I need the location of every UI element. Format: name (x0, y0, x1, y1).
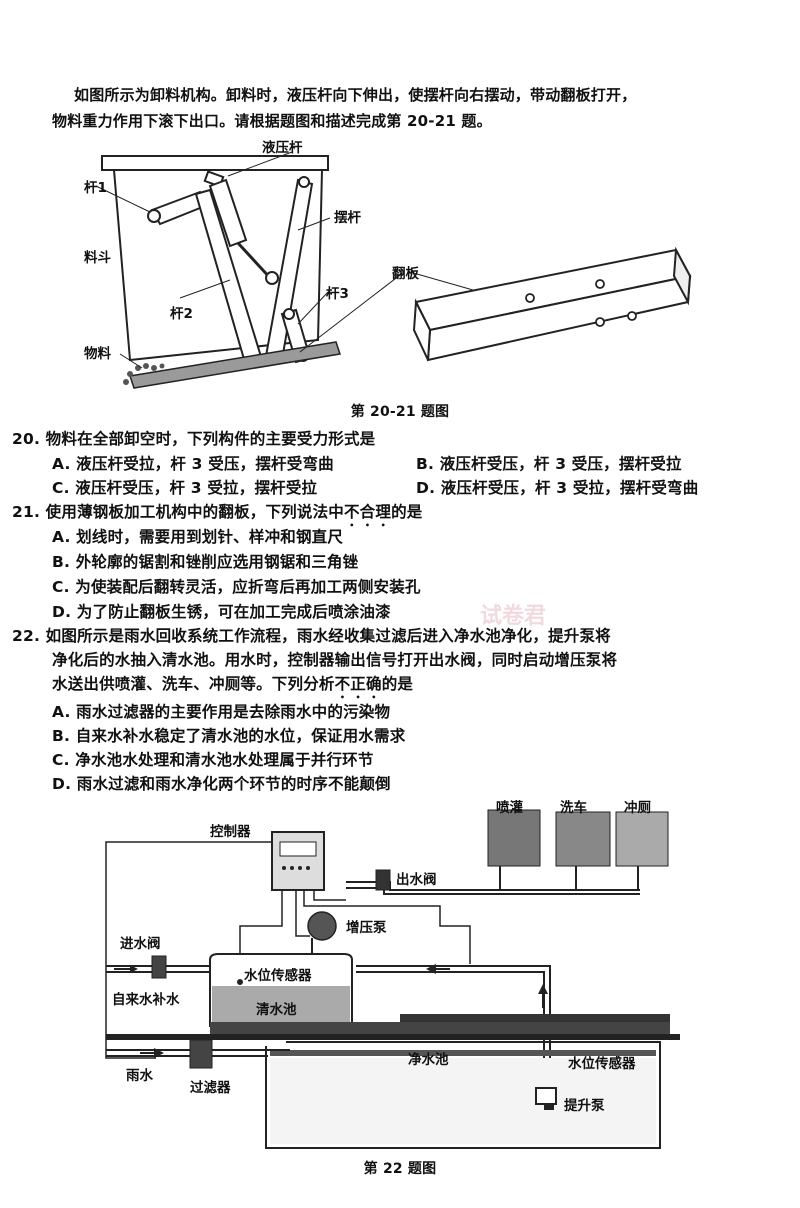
label-toilet: 冲厕 (624, 800, 651, 816)
q22-line-3: 水送出供喷灌、洗车、冲厕等。下列分析不正确的是 (52, 672, 413, 702)
label-lift-pump: 提升泵 (564, 1098, 605, 1114)
label-rain: 雨水 (126, 1068, 153, 1084)
q21-stem-emphasis: 不合理 (343, 503, 392, 521)
figure-1-caption: 第 20-21 题图 (350, 404, 450, 420)
label-clear-pool: 清水池 (256, 1002, 297, 1018)
q20-number: 20. (12, 430, 41, 448)
label-rod-2: 杆2 (170, 306, 193, 322)
material-granules (123, 363, 165, 385)
q20-stem-text: 物料在全部卸空时，下列构件的主要受力形式是 (45, 430, 376, 448)
label-flap: 翻板 (392, 266, 419, 282)
label-swing-rod: 摆杆 (334, 210, 361, 226)
q20-stem: 20. 物料在全部卸空时，下列构件的主要受力形式是 (12, 427, 375, 449)
figure-discharge-mechanism (95, 151, 692, 389)
ground-surface (210, 1022, 670, 1034)
controller-box (271, 831, 325, 891)
intro-line-2: 物料重力作用下滚下出口。请根据题图和描述完成第 20-21 题。 (52, 112, 492, 130)
label-filter: 过滤器 (190, 1080, 231, 1096)
q21-stem-b: 的是 (391, 503, 423, 521)
clear-pool-water (212, 986, 350, 1024)
filter (189, 1039, 213, 1069)
q20-option-b[interactable]: B. 液压杆受压，杆 3 受压，摆杆受拉 (416, 455, 682, 473)
q21-stem: 21. 使用薄钢板加工机构中的翻板，下列说法中不合理的是 (12, 500, 423, 530)
q21-stem-a: 使用薄钢板加工机构中的翻板，下列说法中 (45, 503, 344, 521)
label-level-sensor-bottom: 水位传感器 (568, 1056, 636, 1072)
q22-option-c[interactable]: C. 净水池水处理和清水池水处理属于并行环节 (52, 751, 374, 769)
q22-line-1: 22. 如图所示是雨水回收系统工作流程，雨水经收集过滤后进入净水池净化，提升泵将 (12, 624, 611, 646)
q22-line-3-b: 的是 (381, 675, 414, 693)
inlet-valve (151, 955, 167, 979)
label-spray: 喷灌 (496, 800, 523, 816)
booster-pump (307, 911, 337, 941)
q22-number: 22. (12, 627, 41, 645)
outlet-valve (375, 869, 391, 891)
label-rod-1: 杆1 (84, 180, 107, 196)
label-pure-pool: 净水池 (408, 1052, 449, 1068)
q22-option-b[interactable]: B. 自来水补水稳定了清水池的水位，保证用水需求 (52, 727, 406, 745)
label-rod-3: 杆3 (326, 286, 349, 302)
hydraulic-cylinder (208, 178, 248, 248)
q22-line-3-emphasis: 不正确 (334, 675, 382, 693)
figure-2-caption: 第 22 题图 (363, 1161, 437, 1177)
q21-option-b[interactable]: B. 外轮廓的锯割和锉削应选用钢锯和三角锉 (52, 553, 359, 571)
label-outlet-valve: 出水阀 (396, 872, 437, 888)
label-inlet-valve: 进水阀 (120, 936, 161, 952)
lift-pump (535, 1087, 557, 1105)
hopper-top-plate (101, 155, 329, 171)
flap-closed (129, 341, 341, 389)
label-level-sensor-top: 水位传感器 (244, 968, 312, 984)
q22-line-2: 净化后的水抽入清水池。用水时，控制器输出信号打开出水阀，同时启动增压泵将 (52, 651, 618, 669)
carwash-picture (555, 811, 611, 867)
pure-pool (265, 1041, 661, 1149)
label-hopper: 料斗 (84, 250, 111, 266)
q22-line-1-text: 如图所示是雨水回收系统工作流程，雨水经收集过滤后进入净水池净化，提升泵将 (45, 627, 611, 645)
q21-option-c[interactable]: C. 为使装配后翻转灵活，应折弯后再加工两侧安装孔 (52, 578, 421, 596)
spray-picture (487, 809, 541, 867)
q21-option-a[interactable]: A. 划线时，需要用到划针、样冲和钢直尺 (52, 528, 344, 546)
label-booster-pump: 增压泵 (346, 920, 387, 936)
watermark: 试卷君 (480, 604, 547, 629)
q22-line-3-a: 水送出供喷灌、洗车、冲厕等。下列分析 (52, 675, 335, 693)
intro-line-1: 如图所示为卸料机构。卸料时，液压杆向下伸出，使摆杆向右摆动，带动翻板打开， (74, 86, 637, 104)
label-controller: 控制器 (210, 824, 251, 840)
q21-number: 21. (12, 503, 41, 521)
flap-detail (412, 246, 692, 362)
figure-rainwater-system (105, 809, 680, 1149)
q22-option-a[interactable]: A. 雨水过滤器的主要作用是去除雨水中的污染物 (52, 703, 391, 721)
label-tap-water: 自来水补水 (112, 992, 180, 1008)
label-carwash: 洗车 (560, 800, 587, 816)
q22-option-d[interactable]: D. 雨水过滤和雨水净化两个环节的时序不能颠倒 (52, 775, 391, 793)
q21-option-d[interactable]: D. 为了防止翻板生锈，可在加工完成后喷涂油漆 (52, 603, 391, 621)
q20-option-a[interactable]: A. 液压杆受拉，杆 3 受压，摆杆受弯曲 (52, 455, 334, 473)
label-material: 物料 (84, 346, 111, 362)
q20-option-c[interactable]: C. 液压杆受压，杆 3 受拉，摆杆受拉 (52, 479, 318, 497)
q20-option-d[interactable]: D. 液压杆受压，杆 3 受拉，摆杆受弯曲 (416, 479, 699, 497)
label-hydraulic-rod: 液压杆 (262, 140, 303, 156)
toilet-picture (615, 811, 669, 867)
